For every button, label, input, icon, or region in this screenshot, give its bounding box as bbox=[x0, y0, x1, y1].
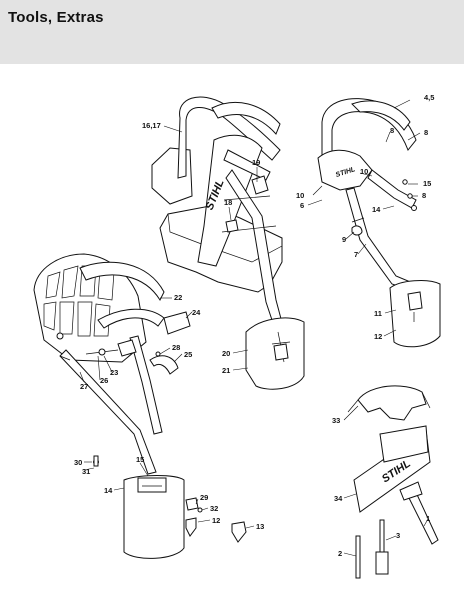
parts-diagram: STIHL STIHL bbox=[33, 93, 441, 579]
callout-10b: 10 bbox=[360, 167, 368, 176]
tool-wrap: STIHL bbox=[353, 425, 431, 513]
callout-15b: 15 bbox=[136, 455, 144, 464]
callout-14b: 14 bbox=[104, 486, 113, 495]
callout-12b: 12 bbox=[212, 516, 220, 525]
callout-11: 11 bbox=[374, 309, 382, 318]
callout-1: 1 bbox=[426, 514, 430, 523]
callout-20: 20 bbox=[222, 349, 230, 358]
callout-8b: 8 bbox=[424, 128, 428, 137]
callout-33: 33 bbox=[332, 416, 340, 425]
callout-15a: 15 bbox=[423, 179, 431, 188]
callout-25: 25 bbox=[184, 350, 192, 359]
callout-8a: 8 bbox=[390, 126, 394, 135]
safety-glasses bbox=[347, 385, 431, 421]
callout-4-5: 4,5 bbox=[424, 93, 434, 102]
callout-22: 22 bbox=[174, 293, 182, 302]
callout-9: 9 bbox=[342, 235, 346, 244]
forestry-harness bbox=[33, 253, 247, 559]
universal-harness: STIHL bbox=[317, 98, 441, 348]
callout-21: 21 bbox=[222, 366, 230, 375]
callout-32: 32 bbox=[210, 504, 218, 513]
callout-27: 27 bbox=[80, 382, 88, 391]
callout-7: 7 bbox=[354, 250, 358, 259]
callout-6: 6 bbox=[300, 201, 304, 210]
page-title: Tools, Extras bbox=[8, 9, 104, 26]
leader-lines bbox=[79, 99, 429, 557]
callout-30: 30 bbox=[74, 458, 82, 467]
callout-16-17: 16,17 bbox=[142, 121, 161, 130]
callout-34: 34 bbox=[334, 494, 343, 503]
callout-3: 3 bbox=[396, 531, 400, 540]
callout-8c: 8 bbox=[422, 191, 426, 200]
callout-31: 31 bbox=[82, 467, 90, 476]
callout-29: 29 bbox=[200, 493, 208, 502]
callout-19: 19 bbox=[252, 158, 260, 167]
callout-26: 26 bbox=[100, 376, 108, 385]
header-bar: Tools, Extras bbox=[0, 0, 464, 64]
callout-28: 28 bbox=[172, 343, 180, 352]
comfort-harness: STIHL bbox=[151, 96, 305, 390]
tools bbox=[355, 481, 439, 579]
callout-13: 13 bbox=[256, 522, 264, 531]
callout-10a: 10 bbox=[296, 191, 304, 200]
callout-18: 18 bbox=[224, 198, 232, 207]
callout-labels: 16,17 19 18 4,5 8 8 10 10 6 15 8 14 9 7 … bbox=[74, 93, 434, 558]
callout-2: 2 bbox=[338, 549, 342, 558]
callout-24: 24 bbox=[192, 308, 201, 317]
callout-12a: 12 bbox=[374, 332, 382, 341]
callout-14a: 14 bbox=[372, 205, 381, 214]
callout-23: 23 bbox=[110, 368, 118, 377]
